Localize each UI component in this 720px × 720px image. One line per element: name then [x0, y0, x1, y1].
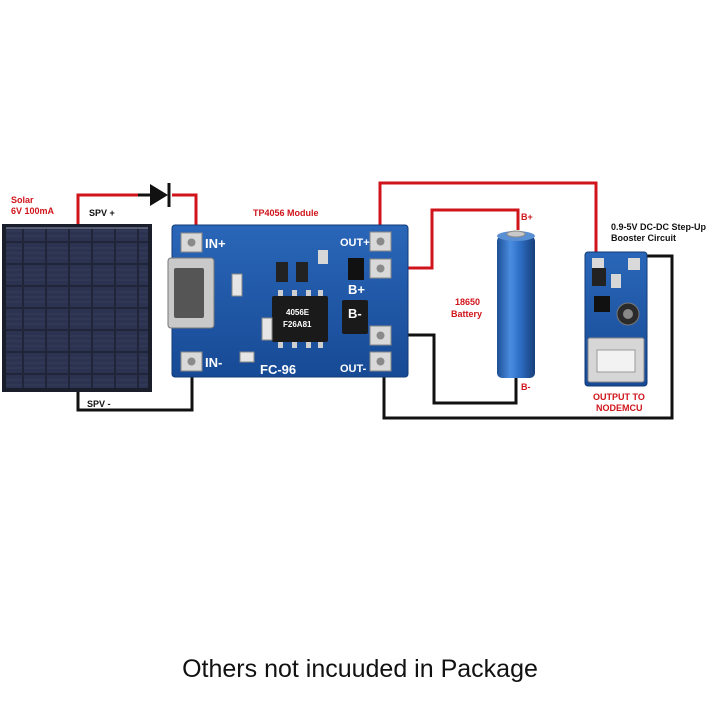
pcb-label-out-minus: OUT- [340, 363, 367, 375]
tp4056-title: TP4056 Module [253, 208, 319, 218]
wire-b-plus [384, 208, 520, 270]
pcb-label-in-minus: IN- [205, 355, 222, 370]
booster-label-line1: 0.9-5V DC-DC Step-Up [611, 222, 707, 232]
chip-marking-2: F26A81 [283, 320, 312, 329]
output-label-line1: OUTPUT TO [593, 392, 645, 402]
diode-symbol [138, 183, 171, 207]
tp4056-chip [272, 296, 328, 342]
pcb-label-in-plus: IN+ [205, 236, 226, 251]
solar-label-line2: 6V 100mA [11, 206, 55, 216]
booster-board [584, 251, 648, 387]
pcb-label-b-minus: B- [348, 306, 362, 321]
battery-name: 18650 [455, 297, 480, 307]
wire-out-minus [382, 254, 674, 420]
battery-positive-cap [506, 230, 526, 238]
spv-plus-label: SPV + [89, 208, 115, 218]
package-caption: Others not incuuded in Package [182, 655, 538, 683]
output-label-line2: NODEMCU [596, 403, 643, 413]
booster-label-line2: Booster Circuit [611, 233, 676, 243]
tp4056-board [167, 224, 409, 378]
pcb-label-b-plus: B+ [348, 282, 365, 297]
battery-type: Battery [451, 309, 482, 319]
solar-panel [2, 224, 152, 392]
wire-b-minus [386, 333, 518, 405]
protection-chip [342, 300, 368, 334]
wires [76, 181, 674, 420]
pcb-board-code: FC-96 [260, 362, 296, 377]
chip-marking-1: 4056E [286, 308, 310, 317]
solar-label-line1: Solar [11, 195, 34, 205]
wire-spv-minus [76, 362, 194, 412]
pcb-label-out-plus: OUT+ [340, 237, 370, 249]
spv-minus-label: SPV - [87, 399, 111, 409]
wire-out-plus [378, 181, 598, 262]
wire-spv-plus [76, 193, 138, 228]
battery-18650 [497, 230, 535, 378]
battery-terminal-minus: B- [521, 382, 531, 392]
battery-terminal-plus: B+ [521, 212, 533, 222]
